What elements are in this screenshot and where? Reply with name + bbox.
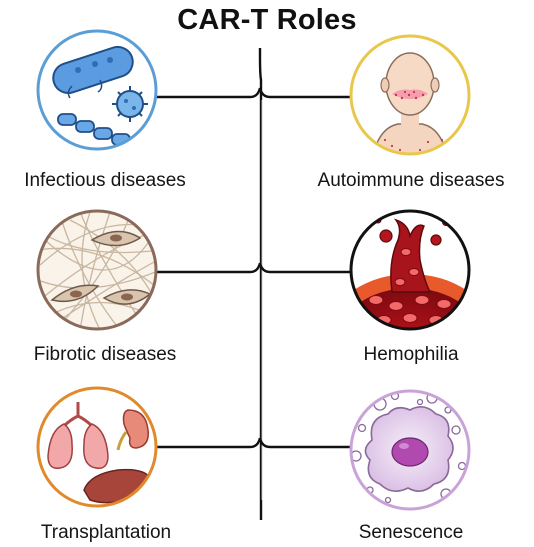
branch-hemophilia [258, 262, 352, 274]
diagram-title: CAR-T Roles [177, 4, 357, 36]
connector-lines [155, 48, 352, 520]
branch-autoimmune [258, 87, 352, 99]
bleeding-blood-cells-icon [349, 209, 471, 331]
senescent-cell-icon [349, 389, 471, 511]
label-fibrotic-diseases: Fibrotic diseases [33, 344, 177, 365]
branch-fibrotic [155, 262, 262, 274]
inflamed-face-icon [349, 34, 471, 156]
label-transplantation: Transplantation [40, 522, 172, 543]
microbes-icon [36, 29, 158, 151]
branch-infectious [155, 87, 262, 99]
central-trunk [258, 48, 263, 520]
organs-icon [36, 386, 158, 508]
label-infectious-diseases: Infectious diseases [24, 170, 186, 191]
branch-transplantation [155, 437, 262, 449]
label-hemophilia: Hemophilia [363, 344, 459, 365]
branch-senescence [258, 437, 352, 449]
fibrous-tissue-icon [36, 209, 158, 331]
label-senescence: Senescence [358, 522, 464, 543]
label-autoimmune-diseases: Autoimmune diseases [317, 170, 505, 191]
